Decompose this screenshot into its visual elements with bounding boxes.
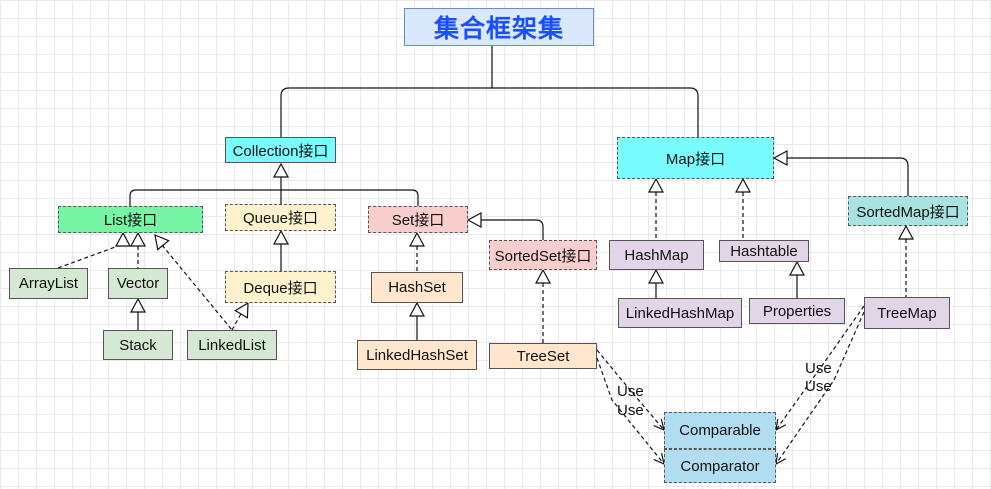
arraylist-node: ArrayList xyxy=(9,268,88,299)
edge-title-map xyxy=(492,87,699,137)
diagram-title: 集合框架集 xyxy=(404,8,594,46)
edge-linkedlist-list xyxy=(161,244,233,331)
edge-arraylist-list xyxy=(57,245,119,269)
edge-label-use: Use xyxy=(617,383,644,400)
linkedlist-node: LinkedList xyxy=(187,330,277,360)
edge-treeset-comparable xyxy=(596,349,665,431)
arrowhead-list-arraylist xyxy=(114,231,132,247)
arrowhead-list-vector xyxy=(129,231,147,247)
treeset-node: TreeSet xyxy=(489,343,597,369)
edge-label-use: Use xyxy=(805,378,832,395)
map-interface-node: Map接口 xyxy=(617,137,774,179)
set-interface-node: Set接口 xyxy=(368,206,468,233)
arrowhead-list-linkedlist xyxy=(154,234,170,251)
arrowhead-map-hashmap xyxy=(647,177,665,193)
linkedhashmap-node: LinkedHashMap xyxy=(618,298,742,328)
list-interface-node: List接口 xyxy=(58,206,203,233)
arrowhead-set-sortedset xyxy=(466,211,482,229)
arrowhead-sortedset-treeset xyxy=(534,268,552,284)
arrowhead-use-comparable-right xyxy=(775,418,787,432)
arrowhead-queue-deque xyxy=(272,229,290,245)
arrowhead-use-comparator-right xyxy=(775,452,787,466)
collection-interface-node: Collection接口 xyxy=(225,137,336,163)
edge-label-use: Use xyxy=(805,360,832,377)
arrowhead-vector-stack xyxy=(129,297,147,313)
properties-node: Properties xyxy=(749,298,845,324)
sortedmap-interface-node: SortedMap接口 xyxy=(848,196,968,226)
hashtable-node: Hashtable xyxy=(719,240,809,262)
arrowhead-deque-linkedlist xyxy=(234,301,249,319)
edge-title-collection xyxy=(280,46,493,137)
arrowhead-map-hashtable xyxy=(734,177,752,193)
edge-treemap-comparable xyxy=(775,305,865,431)
queue-interface-node: Queue接口 xyxy=(225,204,336,231)
edge-treemap-comparator xyxy=(775,311,865,465)
edge-sortedmap-map xyxy=(787,157,909,196)
comparator-node: Comparator xyxy=(664,449,776,483)
arrowhead-hashtable-properties xyxy=(788,260,806,276)
edge-sortedset-set xyxy=(481,219,544,240)
arrowhead-hashmap-linkedhashmap xyxy=(647,268,665,284)
arrowhead-use-comparable-left xyxy=(653,418,665,432)
vector-node: Vector xyxy=(108,268,168,299)
arrowhead-sortedmap-treemap xyxy=(897,224,915,240)
stack-node: Stack xyxy=(103,330,173,360)
comparable-node: Comparable xyxy=(664,412,776,449)
treemap-node: TreeMap xyxy=(864,297,950,329)
sortedset-interface-node: SortedSet接口 xyxy=(489,240,597,270)
edge-linkedlist-deque xyxy=(231,311,243,331)
edge-label-use: Use xyxy=(617,402,644,419)
edge-treeset-comparator xyxy=(596,357,665,465)
edge-collection-bus xyxy=(129,189,419,206)
hashmap-node: HashMap xyxy=(609,240,704,270)
arrowhead-map-sortedmap xyxy=(772,149,788,167)
linkedhashset-node: LinkedHashSet xyxy=(357,340,477,370)
arrowhead-set-hashset xyxy=(408,231,426,247)
deque-interface-node: Deque接口 xyxy=(225,271,336,303)
hashset-node: HashSet xyxy=(371,272,463,303)
arrowhead-hashset-linkedhashset xyxy=(408,301,426,317)
arrowhead-collection xyxy=(272,162,290,178)
